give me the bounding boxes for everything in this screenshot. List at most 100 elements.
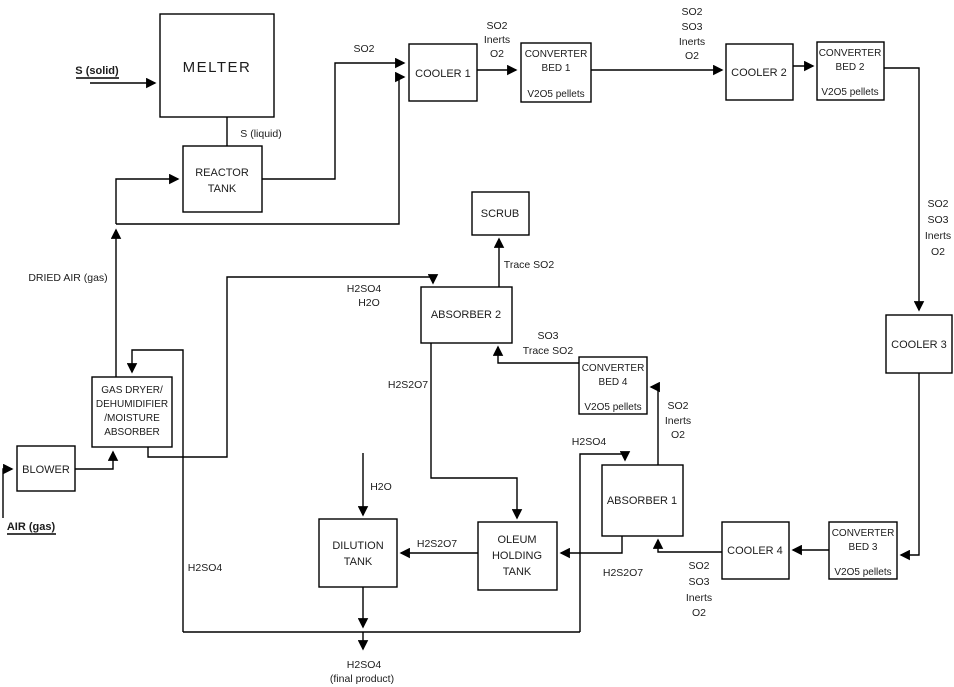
melter-outline [159,13,275,118]
blower-label: BLOWER [22,464,70,476]
stream-line: H2SO4 [347,659,382,671]
cooler-1-label: COOLER 1 [415,68,471,80]
stream-line: SO2 [688,560,709,572]
cooler-4-box: COOLER 4 [721,521,790,580]
reactor-tank-label: REACTOR [195,167,249,179]
cooler-3-label: COOLER 3 [891,339,947,351]
converter-bed-1-catalyst: V2O5 pellets [527,89,584,100]
cooler-2-outline [725,43,794,101]
line-bed4-to-absorber2 [492,345,579,364]
gas-dryer-label: GAS DRYER/ [101,385,163,396]
oleum-holding-tank-label: OLEUM [497,534,536,546]
line-dryer-to-absorber2 [147,274,439,458]
stream-lines [2,57,925,651]
reactor-tank-box: REACTOR TANK [182,145,263,213]
stream-line: SO2 [667,400,688,412]
melter-label: MELTER [183,59,252,76]
dilution-tank-outline [318,518,398,588]
line-driedair-to-reactor [115,173,180,224]
dried-air-label: DRIED AIR (gas) [28,272,107,284]
dryer-absorber2-stream-label: H2SO4 H2O [347,283,382,309]
line-cooler3-to-bed3 [899,373,920,561]
oleum-holding-tank-box: OLEUM HOLDING TANK [477,521,558,591]
absorber-2-outline [420,286,513,344]
line-h2so4-to-dryer [126,349,184,632]
absorber1-oleum-label: H2S2O7 [603,567,643,579]
oleum-holding-tank-label: TANK [503,566,532,578]
cooler-1-outline [408,43,478,102]
scrub-box: SCRUB [471,191,530,236]
line-air-to-blower [2,463,14,518]
absorber2-scrub-label: Trace SO2 [504,259,555,271]
converter-bed-3-box: CONVERTER BED 3 V2O5 pellets [828,521,898,580]
stream-line: O2 [490,48,504,60]
absorber-2-label: ABSORBER 2 [431,309,501,321]
line-driedair-to-cooler1 [116,71,406,225]
stream-labels: S (solid) S (liquid) AIR (gas) DRIED AIR… [7,6,951,685]
converter-bed-1-outline [520,42,592,103]
equipment-boxes: MELTER REACTOR TANK COOLER 1 CONVERTER B… [16,13,953,591]
air-gas-label: AIR (gas) [7,521,56,533]
absorber1-bed4-stream-label: SO2 Inerts O2 [665,400,691,441]
absorber2-oleum-label: H2S2O7 [388,379,428,391]
stream-line: Trace SO2 [523,345,574,357]
oleum-holding-tank-outline [477,521,558,591]
bed1-cooler2-stream-label: SO2 SO3 Inerts O2 [679,6,705,62]
line-absorber1-to-bed4 [649,381,660,465]
stream-line: Inerts [686,592,712,604]
cooler1-bed1-stream-label: SO2 Inerts O2 [484,20,510,60]
dilution-tank-label: TANK [344,556,373,568]
converter-bed-4-label: CONVERTER [582,363,645,374]
stream-line: SO3 [537,330,558,342]
cooler-3-box: COOLER 3 [885,314,953,374]
stream-line: O2 [671,429,685,441]
gas-dryer-outline [91,376,173,448]
line-absorber1-to-oleum [559,536,623,559]
stream-line: SO3 [681,21,702,33]
gas-dryer-label: DEHUMIDIFIER [96,399,168,410]
converter-bed-2-label: BED 2 [836,62,865,73]
stream-line: SO3 [927,214,948,226]
converter-bed-4-catalyst: V2O5 pellets [584,402,641,413]
stream-line: SO2 [486,20,507,32]
stream-line: O2 [931,246,945,258]
scrub-outline [471,191,530,236]
gas-dryer-label: ABSORBER [104,427,160,438]
so2-reactor-cooler1-label: SO2 [353,43,374,55]
stream-line: O2 [692,607,706,619]
h2so4-to-absorber1-label: H2SO4 [572,436,607,448]
stream-line: O2 [685,50,699,62]
final-product-label: H2SO4 (final product) [330,659,394,685]
line-bed2-to-cooler3 [884,67,925,312]
absorber-2-box: ABSORBER 2 [420,286,513,344]
gas-dryer-label: /MOISTURE [104,413,160,424]
converter-bed-4-label: BED 4 [599,377,628,388]
converter-bed-2-outline [816,41,885,101]
converter-bed-3-outline [828,521,898,580]
h2o-feed-label: H2O [370,481,392,493]
blower-outline [16,445,76,492]
stream-line: H2SO4 [347,283,382,295]
converter-bed-1-box: CONVERTER BED 1 V2O5 pellets [520,42,592,103]
stream-line: Inerts [665,415,691,427]
absorber-1-box: ABSORBER 1 [601,464,684,537]
converter-bed-1-label: CONVERTER [525,49,588,60]
stream-line: H2O [358,297,380,309]
converter-bed-2-box: CONVERTER BED 2 V2O5 pellets [816,41,885,101]
converter-bed-4-box: CONVERTER BED 4 V2O5 pellets [578,356,648,415]
h2so4-to-dryer-label: H2SO4 [188,562,223,574]
stream-line: (final product) [330,673,394,685]
reactor-tank-outline [182,145,263,213]
line-reactor-to-cooler1-so2 [262,57,406,180]
cooler-1-box: COOLER 1 [408,43,478,102]
cooler-4-label: COOLER 4 [727,545,783,557]
gas-dryer-box: GAS DRYER/ DEHUMIDIFIER /MOISTURE ABSORB… [91,376,173,448]
converter-bed-2-catalyst: V2O5 pellets [821,87,878,98]
s-liquid-label: S (liquid) [240,128,281,140]
scrub-label: SCRUB [481,208,520,220]
converter-bed-2-label: CONVERTER [819,48,882,59]
bed2-cooler3-stream-label: SO2 SO3 Inerts O2 [925,198,951,258]
cooler-4-outline [721,521,790,580]
